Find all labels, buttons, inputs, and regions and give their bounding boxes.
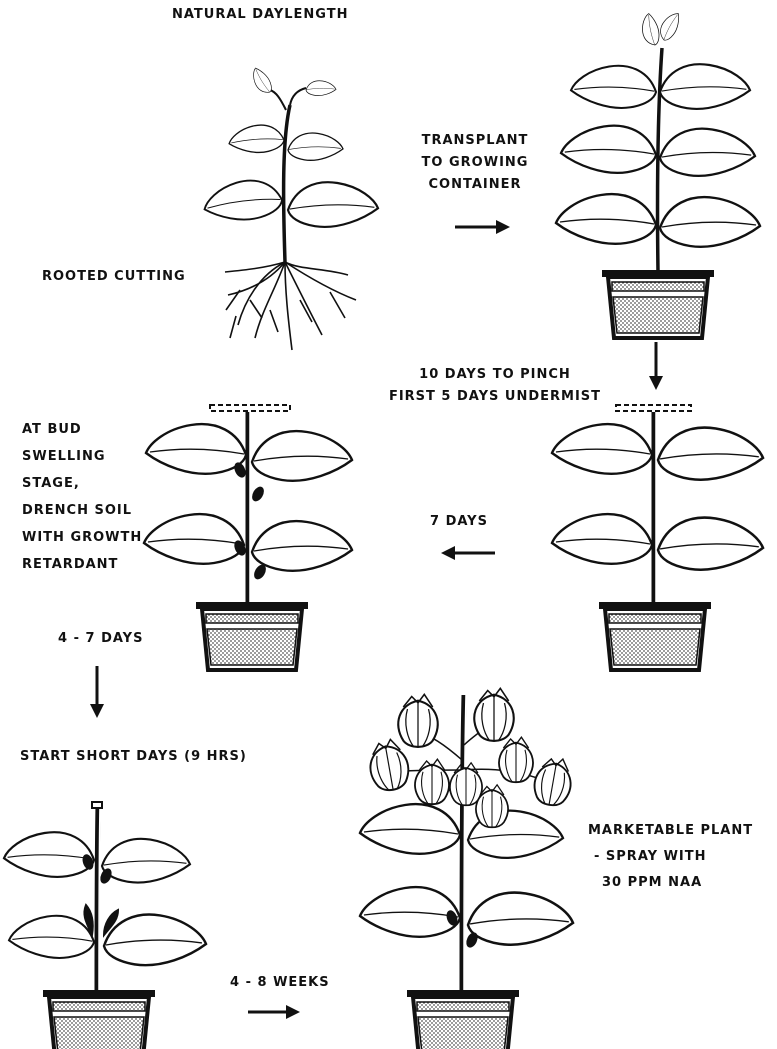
label-bud-swelling-line-2: SWELLING [22,443,142,470]
pinched-plant [552,405,763,670]
arrow-down-four-seven-days [90,666,104,718]
label-pinch-line-1: 10 DAYS TO PINCH [380,364,610,386]
label-bud-swelling-line-4: DRENCH SOIL [22,497,142,524]
label-transplant-line-3: CONTAINER [405,174,545,196]
label-transplant: TRANSPLANT TO GROWING CONTAINER [405,130,545,196]
arrow-down-pinch [649,342,663,390]
label-transplant-line-1: TRANSPLANT [405,130,545,152]
label-bud-swelling: AT BUD SWELLING STAGE, DRENCH SOIL WITH … [22,416,142,578]
label-seven-days: 7 DAYS [430,511,488,533]
label-transplant-line-2: TO GROWING [405,152,545,174]
label-four-seven-days: 4 - 7 DAYS [58,628,143,650]
label-marketable: MARKETABLE PLANT - SPRAY WITH 30 PPM NAA [588,818,753,896]
label-bud-swelling-line-5: WITH GROWTH [22,524,142,551]
short-days-plant [4,802,206,1049]
label-bud-swelling-line-6: RETARDANT [22,551,142,578]
label-natural-daylength: NATURAL DAYLENGTH [172,4,349,26]
label-pinch-line-2: FIRST 5 DAYS UNDERMIST [380,386,610,408]
label-bud-swelling-line-3: STAGE, [22,470,142,497]
arrow-right-transplant [455,220,510,234]
marketable-plant [360,688,575,1049]
label-rooted-cutting: ROOTED CUTTING [42,266,186,288]
bud-swelling-plant [144,405,352,670]
arrow-left-seven-days [441,546,495,560]
label-marketable-line-2: - SPRAY WITH [588,844,753,870]
label-bud-swelling-line-1: AT BUD [22,416,142,443]
label-pinch: 10 DAYS TO PINCH FIRST 5 DAYS UNDERMIST [380,364,610,408]
label-four-eight-weeks: 4 - 8 WEEKS [230,972,330,994]
rooted-cutting-plant [201,65,378,350]
label-short-days: START SHORT DAYS (9 HRS) [20,746,247,768]
arrow-right-four-eight-weeks [248,1005,300,1019]
transplanted-plant [556,9,760,338]
label-marketable-line-3: 30 PPM NAA [588,870,753,896]
label-marketable-line-1: MARKETABLE PLANT [588,818,753,844]
